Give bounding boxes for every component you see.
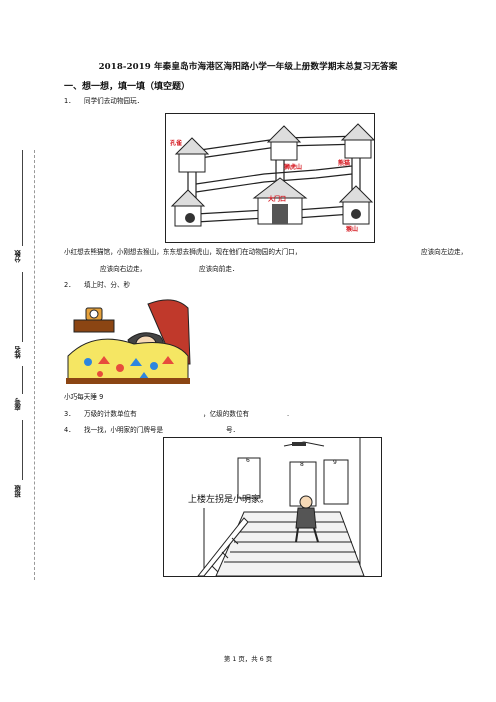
margin-label-seat: 座号 xyxy=(14,398,22,411)
q3-text-b: ，亿级的数位有 xyxy=(203,410,250,418)
q2-caption: 小巧每天睡 9 xyxy=(64,393,104,401)
door-number-8: 8 xyxy=(300,461,304,468)
margin-label-score: 分数 xyxy=(14,250,22,263)
binding-dashed-line xyxy=(34,150,35,580)
q1-body-line1: 小红想去熊猫馆，小刚想去猴山，东东想去狮虎山，现在他们在动物园的大门口， xyxy=(64,248,302,256)
q3-text-c: . xyxy=(287,410,290,418)
label-lion-tiger-hill: 狮虎山 xyxy=(284,164,303,171)
q3-text-a: 万级的计数单位有 xyxy=(84,410,137,418)
q1-prompt: 同学们去动物园玩． xyxy=(84,97,144,105)
label-monkey-hill: 猴山 xyxy=(346,226,359,233)
q3-number: 3． xyxy=(64,410,75,418)
document-title: 2018-2019 年秦皇岛市海港区海阳路小学一年级上册数学期末总复习无答案 xyxy=(98,62,398,72)
margin-underline xyxy=(22,150,23,246)
margin-underline xyxy=(22,272,23,342)
page-footer: 第 1 页，共 6 页 xyxy=(223,655,273,663)
sleeping-child-figure xyxy=(64,294,192,384)
q4-number: 4． xyxy=(64,426,75,434)
zoo-map-figure: 孔雀 狮虎山 熊猫 大门口 猴山 xyxy=(165,113,376,243)
label-main-gate: 大门口 xyxy=(268,196,287,203)
margin-label-class: 班级 xyxy=(14,485,22,498)
q2-prompt: 填上时、分、秒 xyxy=(84,281,131,289)
stairwell-figure: 6 8 9 上楼左拐是小明家。 xyxy=(163,437,382,577)
q1-number: 1． xyxy=(64,97,75,105)
door-number-6: 6 xyxy=(246,457,250,464)
zoo-map-drawing xyxy=(170,123,376,227)
q4-text-a: 找一找，小明家的门牌号是 xyxy=(84,426,164,434)
q4-text-b: 号． xyxy=(226,426,240,434)
label-panda: 熊猫 xyxy=(338,160,351,167)
speech-text: 上楼左拐是小明家。 xyxy=(188,495,270,505)
q2-number: 2． xyxy=(64,281,75,289)
margin-underline xyxy=(22,366,23,394)
margin-underline xyxy=(22,420,23,480)
margin-label-name: 姓名 xyxy=(14,346,22,359)
q1-body-part2: 应该向左边走， xyxy=(421,248,468,256)
door-number-9: 9 xyxy=(333,459,337,466)
sleeping-child-drawing xyxy=(66,299,191,384)
label-peacock: 孔雀 xyxy=(170,140,183,147)
section-heading: 一、想一想，填一填（填空题） xyxy=(64,82,191,92)
stairwell-drawing xyxy=(196,438,365,577)
q1-body-line2a: 应该向右边走， xyxy=(100,265,147,273)
q1-body-line2b: 应该向前走． xyxy=(199,265,239,273)
